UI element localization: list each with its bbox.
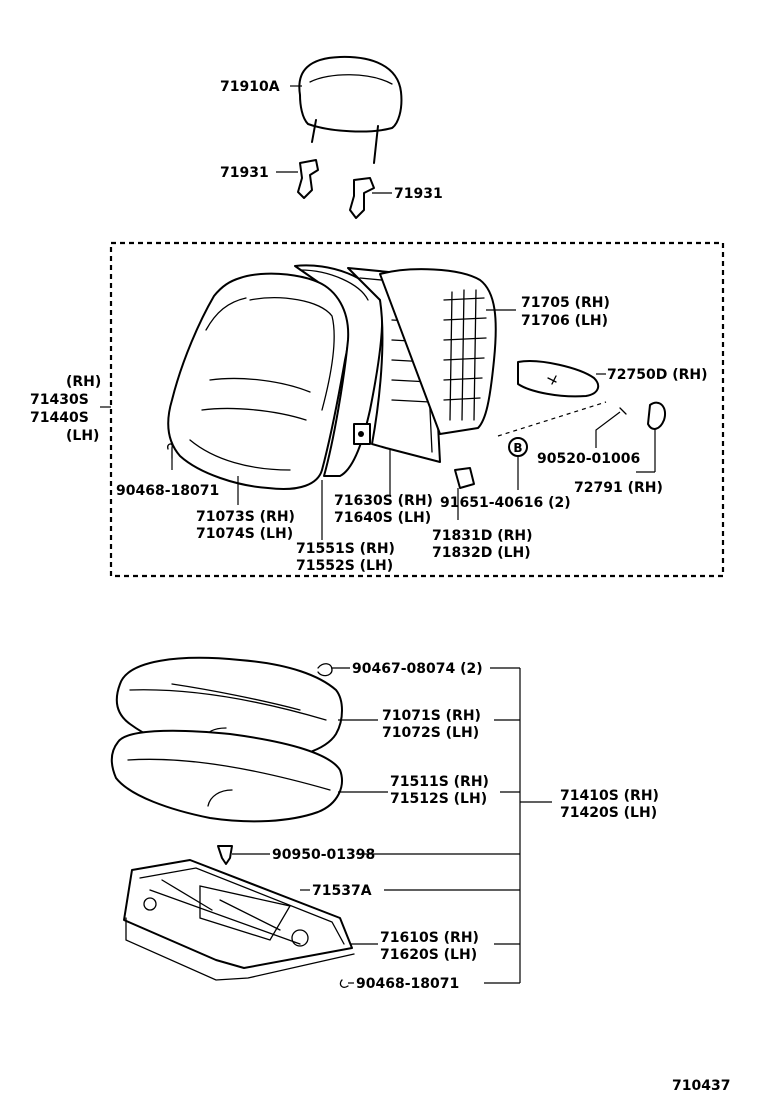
label-back-pad-rh: 71551S (RH) [296,541,395,557]
label-clip-back: 90468-18071 [116,483,219,499]
label-cushion-frame-lh: 71620S (LH) [380,947,477,963]
label-back-assy-lh: 71440S [30,410,89,426]
label-back-pad-lh: 71552S (LH) [296,558,393,574]
label-headrest: 71910A [220,79,280,95]
label-clip-bottom: 90468-18071 [356,976,459,992]
label-back-assy-rh-tag: (RH) [66,374,101,390]
nut-drawing [317,663,333,677]
hinge-cover-drawing [454,467,475,489]
label-cushion-cover-rh: 71071S (RH) [382,708,481,724]
recliner-lever-drawing [619,401,666,430]
seatback-assembly-box [109,241,725,578]
headrest-drawing [298,55,403,164]
label-support-left: 71931 [220,165,269,181]
cushion-clip-drawing [217,845,233,865]
headrest-support-left-drawing [297,159,319,199]
headrest-support-right-drawing [349,177,375,219]
label-back-assy-lh-tag: (LH) [66,428,99,444]
label-cushion-assy-lh: 71420S (LH) [560,805,657,821]
label-back-cover-lh: 71074S (LH) [196,526,293,542]
cushion-pad-drawing [110,729,343,823]
cushion-frame-drawing [123,859,355,981]
label-back-board-rh: 71705 (RH) [521,295,610,311]
label-back-frame-lh: 71640S (LH) [334,510,431,526]
label-cushion-frame-rh: 71610S (RH) [380,930,479,946]
label-pin: 90520-01006 [537,451,640,467]
label-back-assy-rh: 71430S [30,392,89,408]
label-clip-cushion: 90950-01398 [272,847,375,863]
recliner-knob-drawing [517,360,600,398]
b-marker-label: B [513,441,522,455]
label-back-board-lh: 71706 (LH) [521,313,608,329]
label-hinge-cover-rh: 71831D (RH) [432,528,533,544]
label-cushion-spring: 71537A [312,883,372,899]
label-knob: 72750D (RH) [607,367,708,383]
label-back-frame-rh: 71630S (RH) [334,493,433,509]
label-support-right: 71931 [394,186,443,202]
label-hinge-cover-lh: 71832D (LH) [432,545,531,561]
label-nut: 90467-08074 (2) [352,661,483,677]
clip-back-drawing [167,443,173,459]
clip-bottom-drawing [339,979,349,988]
label-cushion-assy-rh: 71410S (RH) [560,788,659,804]
label-cushion-cover-lh: 71072S (LH) [382,725,479,741]
label-lever: 72791 (RH) [574,480,663,496]
label-cushion-pad-rh: 71511S (RH) [390,774,489,790]
figure-number: 710437 [672,1078,730,1094]
label-cushion-pad-lh: 71512S (LH) [390,791,487,807]
label-screw: 91651-40616 (2) [440,495,571,511]
label-back-cover-rh: 71073S (RH) [196,509,295,525]
seatback-cover-drawing [167,272,350,490]
